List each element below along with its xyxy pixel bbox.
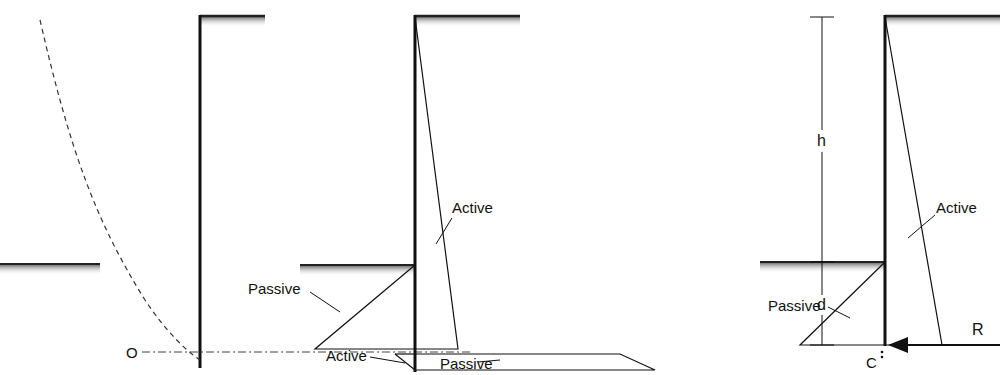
pressure-label: Passive	[248, 281, 301, 296]
panel-deflection	[0, 15, 470, 368]
pressure-label: Passive	[440, 356, 493, 371]
pressure-label: Active	[936, 200, 977, 215]
pressure-label: Passive	[768, 298, 821, 313]
pressure-label: Active	[452, 200, 493, 215]
panel-pressure	[300, 15, 655, 372]
panel-simplified	[760, 15, 1000, 358]
point-label: O	[126, 345, 138, 360]
point-label: C	[866, 355, 877, 370]
dimension-label: h	[817, 133, 826, 149]
force-label: R	[972, 322, 984, 338]
pressure-label: Active	[326, 348, 367, 363]
